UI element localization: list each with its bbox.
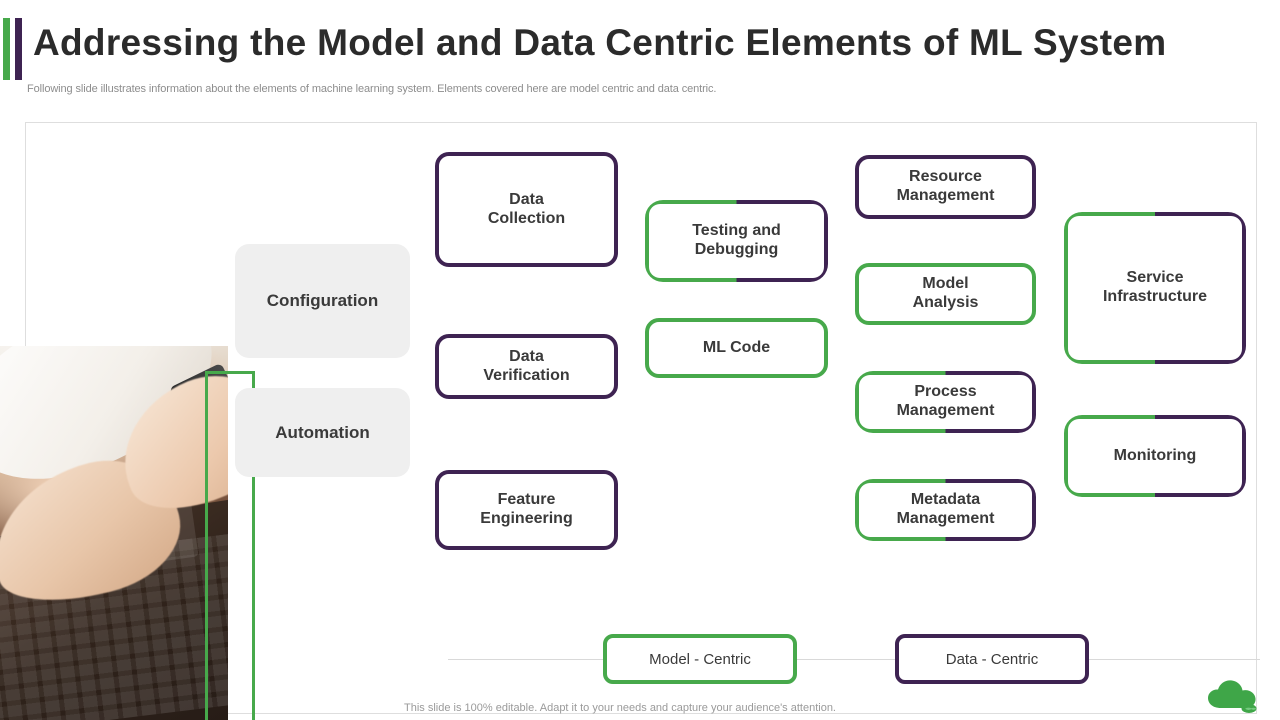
- node-monitoring-label: Monitoring: [1113, 446, 1197, 464]
- legend-model-centric-label: Model - Centric: [649, 650, 751, 668]
- content-frame: [25, 122, 1257, 714]
- legend-data-centric-label: Data - Centric: [945, 650, 1039, 668]
- legend-model-centric[interactable]: Model - Centric: [603, 634, 797, 684]
- legend-data-centric[interactable]: Data - Centric: [895, 634, 1089, 684]
- footer-note: This slide is 100% editable. Adapt it to…: [404, 702, 836, 714]
- node-ml-code[interactable]: ML Code: [645, 318, 828, 378]
- title-accent-bar-green: [3, 18, 10, 80]
- laptop-typing-photo: [0, 346, 228, 720]
- page-subtitle: Following slide illustrates information …: [27, 83, 717, 95]
- title-accent-bar-purple: [15, 18, 22, 80]
- green-accent-rectangle: [205, 371, 255, 720]
- page-title: Addressing the Model and Data Centric El…: [33, 22, 1167, 63]
- side-box-configuration[interactable]: Configuration: [235, 244, 410, 358]
- legend-divider-line: [448, 659, 1260, 660]
- side-box-automation-label: Automation: [275, 422, 370, 442]
- node-ml-code-label: ML Code: [702, 338, 771, 356]
- side-box-automation[interactable]: Automation: [235, 388, 410, 477]
- side-box-configuration-label: Configuration: [266, 291, 379, 310]
- node-monitoring[interactable]: Monitoring: [1064, 415, 1246, 497]
- cloud-icon: [1208, 680, 1257, 713]
